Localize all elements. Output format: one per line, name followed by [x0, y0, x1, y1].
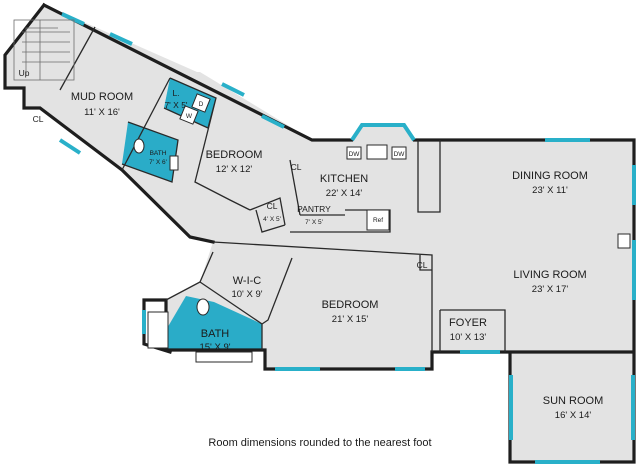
window — [261, 114, 285, 129]
closet-label: CL — [291, 162, 302, 172]
bath-main-dims: 15' X 9' — [199, 342, 230, 353]
foyer-dims: 10' X 13' — [450, 332, 487, 343]
stair-treads — [22, 20, 70, 80]
window — [350, 123, 416, 142]
bath-small-dims: 7' X 6' — [149, 159, 167, 166]
kitchen-dims: 22' X 14' — [326, 188, 363, 199]
room-labels: MUD ROOM 11' X 16' L. 7' X 5' W D BATH 7… — [19, 68, 604, 421]
laundry-dims: 7' X 5' — [164, 100, 187, 110]
exterior-wall — [3, 2, 636, 464]
vanity-long — [195, 351, 253, 363]
dining-room-dims: 23' X 11' — [532, 185, 568, 196]
dining-room-name: DINING ROOM — [512, 170, 588, 182]
mud-room-name: MUD ROOM — [71, 91, 133, 103]
bath-main-fill — [166, 296, 262, 350]
pantry-dims: 7' X 5' — [305, 219, 323, 226]
fireplace — [617, 233, 631, 249]
bedroom-2-dims: 21' X 15' — [332, 314, 369, 325]
dishwasher-label: DW — [349, 151, 361, 158]
dryer — [191, 93, 211, 113]
floor-area — [5, 5, 634, 462]
window — [221, 82, 245, 97]
dishwasher — [391, 146, 407, 160]
dishwasher-label: DW — [394, 151, 406, 158]
washer-label: W — [186, 113, 193, 120]
windows — [58, 12, 636, 464]
closet-hall-name: CL — [267, 201, 278, 211]
sun-room-dims: 16' X 14' — [555, 410, 592, 421]
mud-room-dims: 11' X 16' — [84, 107, 120, 118]
fixtures — [133, 93, 631, 363]
stairs-up-label: Up — [19, 68, 30, 78]
stair-arrow — [25, 27, 58, 76]
sun-room-name: SUN ROOM — [543, 395, 604, 407]
closet-label: CL — [417, 260, 428, 270]
living-room-dims: 23' X 17' — [532, 284, 569, 295]
wic-name: W-I-C — [233, 275, 262, 287]
sink — [366, 144, 388, 160]
bath-small-fill — [122, 122, 178, 182]
window — [61, 12, 85, 26]
bedroom-1-dims: 12' X 12' — [216, 164, 253, 175]
dishwasher — [346, 146, 362, 160]
living-room-name: LIVING ROOM — [513, 269, 586, 281]
pantry-name: PANTRY — [297, 204, 331, 214]
vanity — [169, 155, 179, 171]
laundry-name: L. — [172, 88, 179, 98]
closet-hall-dims: 4' X 5' — [263, 216, 281, 223]
refrigerator — [366, 209, 390, 231]
dimensions-note: Room dimensions rounded to the nearest f… — [208, 437, 432, 449]
closet-label: CL — [33, 114, 44, 124]
bath-small-name: BATH — [150, 150, 167, 157]
kitchen-name: KITCHEN — [320, 173, 368, 185]
toilet — [196, 298, 210, 316]
refrigerator-label: Ref — [373, 217, 383, 224]
bathtub — [147, 311, 169, 349]
bedroom-2-name: BEDROOM — [322, 299, 379, 311]
floor-fills — [5, 5, 634, 462]
bedroom-1-name: BEDROOM — [206, 149, 263, 161]
stairs — [13, 19, 75, 81]
wic-dims: 10' X 9' — [231, 289, 262, 300]
laundry-fill — [164, 78, 216, 128]
dryer-label: D — [199, 101, 204, 108]
toilet — [133, 138, 145, 154]
bath-main-name: BATH — [201, 328, 230, 340]
foyer-name: FOYER — [449, 317, 487, 329]
window — [109, 32, 133, 46]
washer — [179, 105, 199, 125]
stair-block — [13, 19, 75, 81]
window — [58, 138, 82, 155]
